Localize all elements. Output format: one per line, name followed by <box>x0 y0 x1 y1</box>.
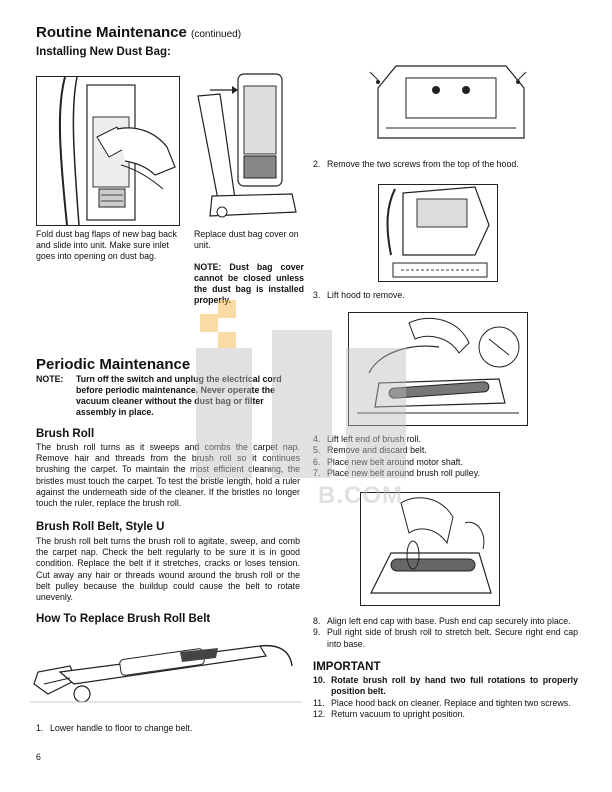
belt-text: The brush roll belt turns the brush roll… <box>36 536 300 603</box>
step-12: 12.Return vacuum to upright position. <box>313 709 465 720</box>
replace-heading: How To Replace Brush Roll Belt <box>36 613 211 625</box>
page-title-suffix: (continued) <box>191 29 242 40</box>
periodic-heading: Periodic Maintenance <box>36 356 191 373</box>
step-3: 3. Lift hood to remove. <box>313 290 405 301</box>
step-9: 9.Pull right side of brush roll to stret… <box>313 627 578 649</box>
hood-screws-illustration <box>366 58 536 146</box>
steps-10-12: 10.Rotate brush roll by hand two full ro… <box>313 675 578 721</box>
steps-8-9: 8.Align left end cap with base. Push end… <box>313 616 578 650</box>
step-7: 7.Place new belt around brush roll pulle… <box>313 468 480 479</box>
step-10: 10.Rotate brush roll by hand two full ro… <box>313 675 578 697</box>
step-2-num: 2. <box>313 159 321 169</box>
step-4: 4.Lift left end of brush roll. <box>313 434 421 444</box>
lift-hood-illustration <box>378 184 498 282</box>
page-number: 6 <box>36 752 41 762</box>
step-5: 5.Remove and discard belt. <box>313 445 427 456</box>
dust-bag-caption-right: Replace dust bag cover on unit. <box>194 229 299 251</box>
dust-bag-cover-illustration <box>192 66 300 220</box>
dust-bag-note: NOTE: Dust bag cover cannot be closed un… <box>194 262 304 305</box>
step-3-num: 3. <box>313 290 321 300</box>
replace-step-1-num: 1. <box>36 723 44 733</box>
periodic-note-label: NOTE: <box>36 374 64 384</box>
steps-4-7: 4.Lift left end of brush roll. 5.Remove … <box>313 434 578 480</box>
step-6: 6.Place new belt around motor shaft. <box>313 456 463 467</box>
step-2: 2. Remove the two screws from the top of… <box>313 159 519 170</box>
lowered-vacuum-illustration <box>30 636 302 706</box>
belt-install-illustration <box>360 492 500 606</box>
step-3-text: Lift hood to remove. <box>327 290 405 300</box>
brush-roll-removal-illustration <box>348 312 528 426</box>
belt-heading: Brush Roll Belt, Style U <box>36 521 165 533</box>
brush-roll-heading: Brush Roll <box>36 428 95 440</box>
step-8: 8.Align left end cap with base. Push end… <box>313 616 571 626</box>
periodic-note: NOTE: Turn off the switch and unplug the… <box>36 374 298 418</box>
replace-step-1: 1. Lower handle to floor to change belt. <box>36 723 192 734</box>
watermark-text: B.COM <box>318 482 403 509</box>
periodic-note-text: Turn off the switch and unplug the elect… <box>76 374 282 417</box>
step-2-text: Remove the two screws from the top of th… <box>327 159 519 169</box>
important-heading: IMPORTANT <box>313 661 381 673</box>
step-11: 11.Place hood back on cleaner. Replace a… <box>313 697 571 708</box>
page-title: Routine Maintenance (continued) <box>36 24 241 41</box>
page-title-text: Routine Maintenance <box>36 24 187 41</box>
dust-bag-install-illustration <box>36 76 180 226</box>
brush-roll-text: The brush roll turns as it sweeps and co… <box>36 442 300 509</box>
replace-step-1-text: Lower handle to floor to change belt. <box>50 723 193 733</box>
dust-bag-heading: Installing New Dust Bag: <box>36 46 171 58</box>
dust-bag-caption-left: Fold dust bag flaps of new bag back and … <box>36 229 177 262</box>
